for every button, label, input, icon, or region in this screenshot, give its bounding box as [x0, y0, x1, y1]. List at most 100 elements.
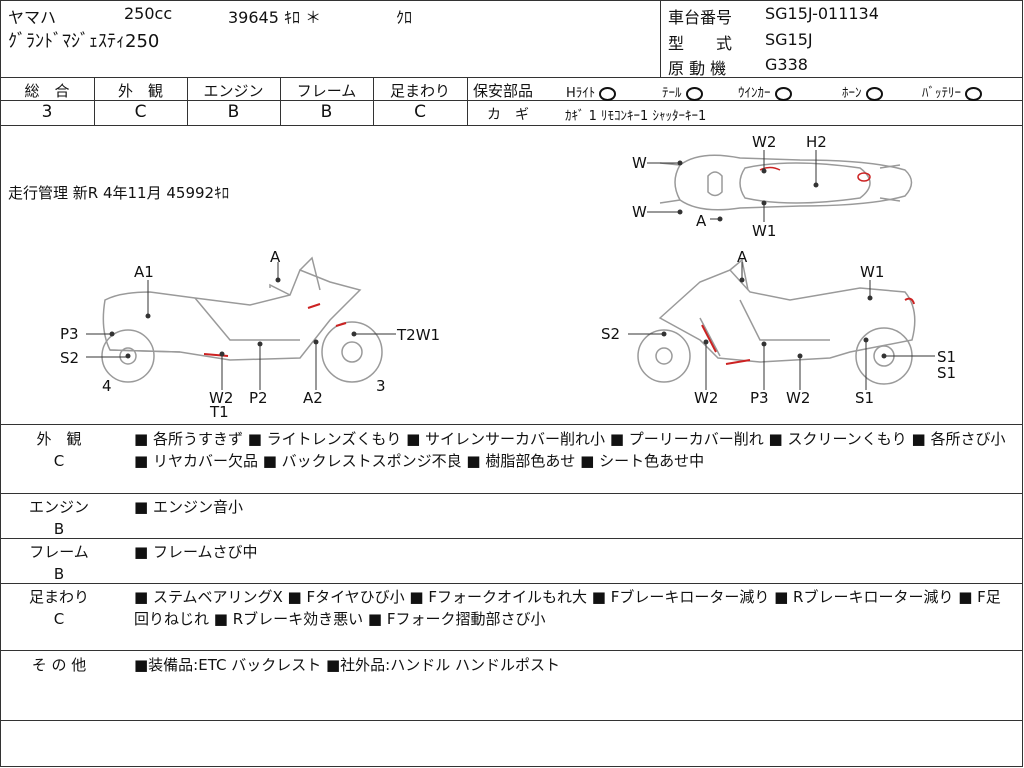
label-left-t1: T1	[210, 403, 229, 421]
right-view-leaders	[628, 262, 935, 390]
label-right-s1-c: S1	[855, 389, 875, 407]
cond-engine-text: ■ エンジン音小	[134, 498, 243, 516]
frame-left	[0, 0, 1, 767]
circle-mark-icon	[774, 86, 792, 101]
diagram-bottom-line	[0, 424, 1023, 425]
key-value: ｶｷﾞ 1 ﾘﾓｺﾝｷｰ1 ｼｬｯﾀｰｷｰ1	[565, 109, 707, 124]
grade-header-frame: フレーム	[296, 82, 357, 100]
grade-header-total: 総 合	[24, 82, 70, 100]
label-top-h2: H2	[806, 133, 827, 151]
label-right-w2-a: W2	[694, 389, 719, 407]
label-right-p3: P3	[750, 389, 769, 407]
label-left-a2: A2	[303, 389, 323, 407]
label-left-a1: A1	[134, 263, 154, 281]
damage-mark-left-1	[307, 303, 321, 309]
label-right-s1-a: S1	[937, 348, 957, 366]
model-name: ｸﾞﾗﾝﾄﾞﾏｼﾞｪｽﾃｨ250	[8, 31, 160, 52]
grade-header-exterior: 外 観	[117, 82, 163, 100]
cond-other-label: そ の 他	[31, 656, 87, 674]
scooter-diagrams	[86, 150, 935, 390]
type-label: 型 式	[668, 34, 733, 53]
label-right-a: A	[737, 248, 748, 266]
cond-exterior-text: ■ 各所うすきず ■ ライトレンズくもり ■ サイレンサーカバー削れ小 ■ プー…	[134, 430, 1006, 470]
cond-frame-text: ■ フレームさび中	[134, 543, 258, 561]
cond-divider	[0, 650, 1023, 651]
label-left-w2: W2	[209, 389, 234, 407]
displacement: 250cc	[124, 4, 173, 23]
grade-value-engine: B	[227, 102, 240, 122]
type-value: SG15J	[765, 30, 813, 49]
grade-col-line	[280, 77, 281, 125]
grade-value-exterior: C	[134, 102, 147, 122]
safety-mid-line	[467, 100, 1022, 101]
damage-mark-left-3	[203, 353, 229, 357]
engine-value: G338	[765, 55, 808, 74]
management-record: 走行管理 新R 4年11月 45992ｷﾛ	[8, 184, 230, 202]
frame-right	[1022, 0, 1023, 767]
engine-label: 原 動 機	[668, 59, 727, 78]
top-view-leaders	[647, 150, 817, 222]
frame-top	[0, 0, 1023, 1]
grade-value-frame: B	[320, 102, 333, 122]
label-top-a: A	[696, 212, 707, 230]
notes-bottom-line	[0, 720, 1023, 721]
damage-mark-top-w2	[759, 166, 781, 171]
label-right-s1-b: S1	[937, 364, 957, 382]
grade-col-line	[467, 77, 468, 125]
header-divider	[660, 0, 661, 77]
damage-mark-top-h2	[857, 172, 871, 182]
grade-header-engine: エンジン	[203, 82, 264, 100]
label-left-p2: P2	[249, 389, 268, 407]
damage-mark-right-1	[701, 324, 717, 353]
label-right-w1: W1	[860, 263, 885, 281]
safety-horn: ﾎｰﾝ	[842, 82, 883, 101]
right-side-scooter	[637, 258, 916, 385]
grade-col-line	[94, 77, 95, 125]
cond-divider	[0, 538, 1023, 539]
color: ｸﾛ	[396, 8, 413, 27]
label-top-w1: W1	[752, 222, 777, 240]
safety-label: 保安部品	[473, 82, 534, 100]
circle-mark-icon	[965, 86, 982, 101]
label-left-3: 3	[376, 377, 386, 395]
cond-suspension-text: ■ ステムベアリングX ■ Fタイヤひび小 ■ Fフォークオイルもれ大 ■ Fブ…	[134, 588, 1001, 628]
cond-divider	[0, 583, 1023, 584]
left-view-leaders	[86, 262, 396, 390]
frame-bottom	[0, 766, 1023, 767]
label-left-t2w1: T2W1	[397, 326, 441, 344]
safety-winker: ｳｲﾝｶｰ	[738, 82, 792, 101]
circle-mark-icon	[599, 86, 617, 101]
grade-header-suspension: 足まわり	[389, 82, 450, 100]
damage-mark-left-2	[335, 322, 347, 327]
circle-mark-icon	[685, 86, 703, 101]
label-right-w2-b: W2	[786, 389, 811, 407]
label-left-a: A	[270, 248, 281, 266]
left-side-scooter	[101, 256, 383, 383]
damage-mark-right-2	[725, 359, 751, 365]
key-label: カ ギ	[487, 107, 529, 123]
grade-col-line	[373, 77, 374, 125]
safety-tail: ﾃｰﾙ	[662, 82, 703, 101]
maker: ヤマハ	[8, 8, 57, 27]
mileage: 39645 ｷﾛ ＊	[228, 8, 322, 27]
label-left-p3: P3	[60, 325, 79, 343]
circle-mark-icon	[865, 86, 883, 101]
label-top-w-upper: W	[632, 154, 647, 172]
grade-value-total: 3	[41, 102, 53, 122]
header-bottom-line	[0, 77, 1023, 78]
grade-mid-line	[0, 100, 467, 101]
label-left-s2: S2	[60, 349, 80, 367]
label-top-w-lower: W	[632, 203, 647, 221]
safety-headlight: Hﾗｲﾄ	[566, 82, 617, 101]
top-view-scooter	[659, 154, 913, 211]
label-top-w2: W2	[752, 133, 777, 151]
chassis-value: SG15J-011134	[765, 4, 879, 23]
damage-mark-right-3	[904, 297, 915, 305]
cond-divider	[0, 493, 1023, 494]
label-right-s2: S2	[601, 325, 621, 343]
cond-other-text: ■装備品:ETC バックレスト ■社外品:ハンドル ハンドルポスト	[134, 656, 560, 674]
